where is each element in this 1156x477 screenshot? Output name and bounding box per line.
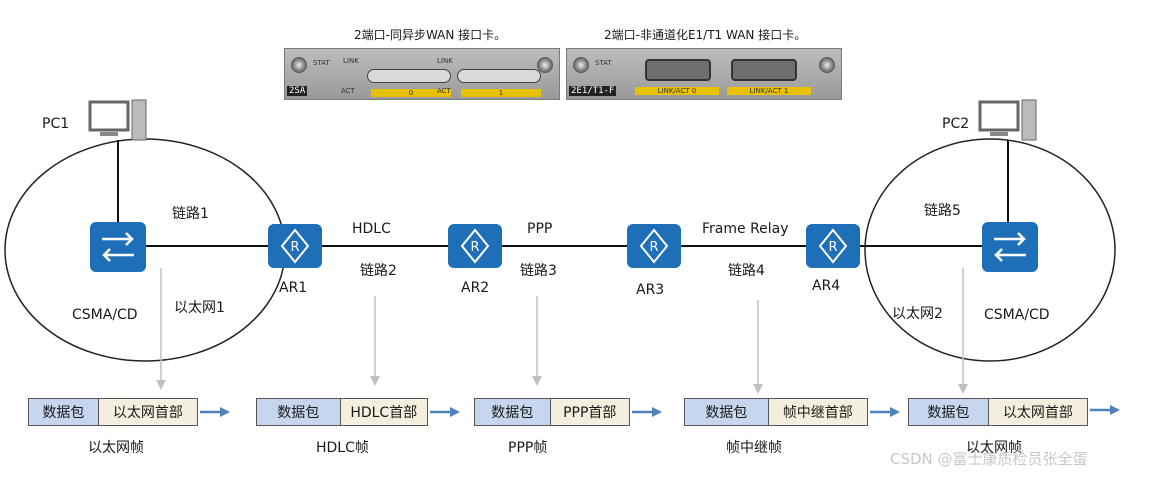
ethernet-2-name: 以太网2 — [892, 306, 943, 322]
router-ar1-label: AR1 — [279, 280, 308, 296]
sync-async-wan-card: 2SA STAT LINK ACT 0 LINK ACT 1 — [284, 48, 560, 100]
watermark: CSDN @富士康质检员张全蛋 — [890, 450, 1088, 468]
stat-label: STAT — [313, 59, 330, 67]
port-1-label: LINK/ACT 1 — [727, 87, 811, 95]
frame-payload: 数据包 — [475, 399, 551, 425]
link-1-name: 链路1 — [172, 206, 209, 222]
frame-relay-frame: 数据包 帧中继首部 — [684, 398, 868, 426]
screw-icon — [537, 57, 553, 73]
port-0-label: 0 — [371, 89, 451, 97]
svg-text:R: R — [649, 240, 658, 255]
ppp-frame: 数据包 PPP首部 — [474, 398, 630, 426]
card-1-title: 2端口-同异步WAN 接口卡。 — [354, 28, 507, 42]
frame-5-caption: 以太网帧 — [966, 440, 1022, 456]
ethernet-1-medium: CSMA/CD — [72, 307, 138, 323]
router-ar4-icon: R — [806, 224, 860, 268]
link-4-name: 链路4 — [728, 263, 765, 279]
router-ar3-icon: R — [627, 224, 681, 268]
ethernet-2-medium: CSMA/CD — [984, 307, 1050, 323]
e1-t1-wan-card: 2E1/T1-F STAT LINK/ACT 0 LINK/ACT 1 — [566, 48, 842, 100]
frame-payload: 数据包 — [685, 399, 769, 425]
link-2-protocol: HDLC — [352, 221, 391, 237]
db9-port-0 — [645, 59, 711, 81]
ethernet-frame-1: 数据包 以太网首部 — [28, 398, 198, 426]
pc1-computer-icon — [88, 98, 148, 148]
act-label-2: ACT — [437, 87, 451, 95]
switch-2-icon — [982, 222, 1038, 272]
port-0 — [367, 69, 451, 83]
frame-header: 以太网首部 — [988, 399, 1087, 425]
screw-icon — [573, 57, 589, 73]
link-label: LINK — [343, 57, 359, 65]
frame-4-caption: 帧中继帧 — [726, 440, 782, 456]
screw-icon — [291, 57, 307, 73]
port-1-label: 1 — [461, 89, 541, 97]
ethernet-2-boundary — [864, 138, 1116, 362]
frame-3-caption: PPP帧 — [508, 440, 548, 456]
link-5-name: 链路5 — [924, 203, 961, 219]
stat-label: STAT — [595, 59, 612, 67]
act-label: ACT — [341, 87, 355, 95]
frame-payload: 数据包 — [909, 399, 989, 425]
card-2-title: 2端口-非通道化E1/T1 WAN 接口卡。 — [604, 28, 807, 42]
port-1 — [457, 69, 541, 83]
link-3-name: 链路3 — [520, 263, 557, 279]
frame-2-caption: HDLC帧 — [316, 440, 369, 456]
frame-header: 以太网首部 — [98, 399, 197, 425]
frame-payload: 数据包 — [257, 399, 341, 425]
switch-1-icon — [90, 222, 146, 272]
svg-text:R: R — [470, 240, 479, 255]
pc2-label: PC2 — [942, 116, 970, 132]
frame-header: HDLC首部 — [340, 399, 427, 425]
link-4-protocol: Frame Relay — [702, 221, 789, 237]
pc1-label: PC1 — [42, 116, 70, 132]
ethernet-1-name: 以太网1 — [174, 300, 225, 316]
router-ar2-label: AR2 — [461, 280, 490, 296]
db9-port-1 — [731, 59, 797, 81]
router-ar3-label: AR3 — [636, 282, 665, 298]
link-label-2: LINK — [437, 57, 453, 65]
link-2-name: 链路2 — [360, 263, 397, 279]
svg-text:R: R — [290, 240, 299, 255]
frame-1-caption: 以太网帧 — [88, 440, 144, 456]
router-ar2-icon: R — [448, 224, 502, 268]
card-tag: 2E1/T1-F — [569, 86, 617, 96]
svg-text:R: R — [828, 240, 837, 255]
screw-icon — [819, 57, 835, 73]
router-ar4-label: AR4 — [812, 278, 841, 294]
frame-header: 帧中继首部 — [768, 399, 867, 425]
hdlc-frame: 数据包 HDLC首部 — [256, 398, 428, 426]
link-3-protocol: PPP — [527, 221, 553, 237]
ethernet-frame-2: 数据包 以太网首部 — [908, 398, 1088, 426]
port-0-label: LINK/ACT 0 — [635, 87, 719, 95]
card-tag: 2SA — [287, 86, 308, 96]
frame-header: PPP首部 — [550, 399, 629, 425]
router-ar1-icon: R — [268, 224, 322, 268]
pc2-computer-icon — [978, 98, 1038, 148]
frame-payload: 数据包 — [29, 399, 99, 425]
